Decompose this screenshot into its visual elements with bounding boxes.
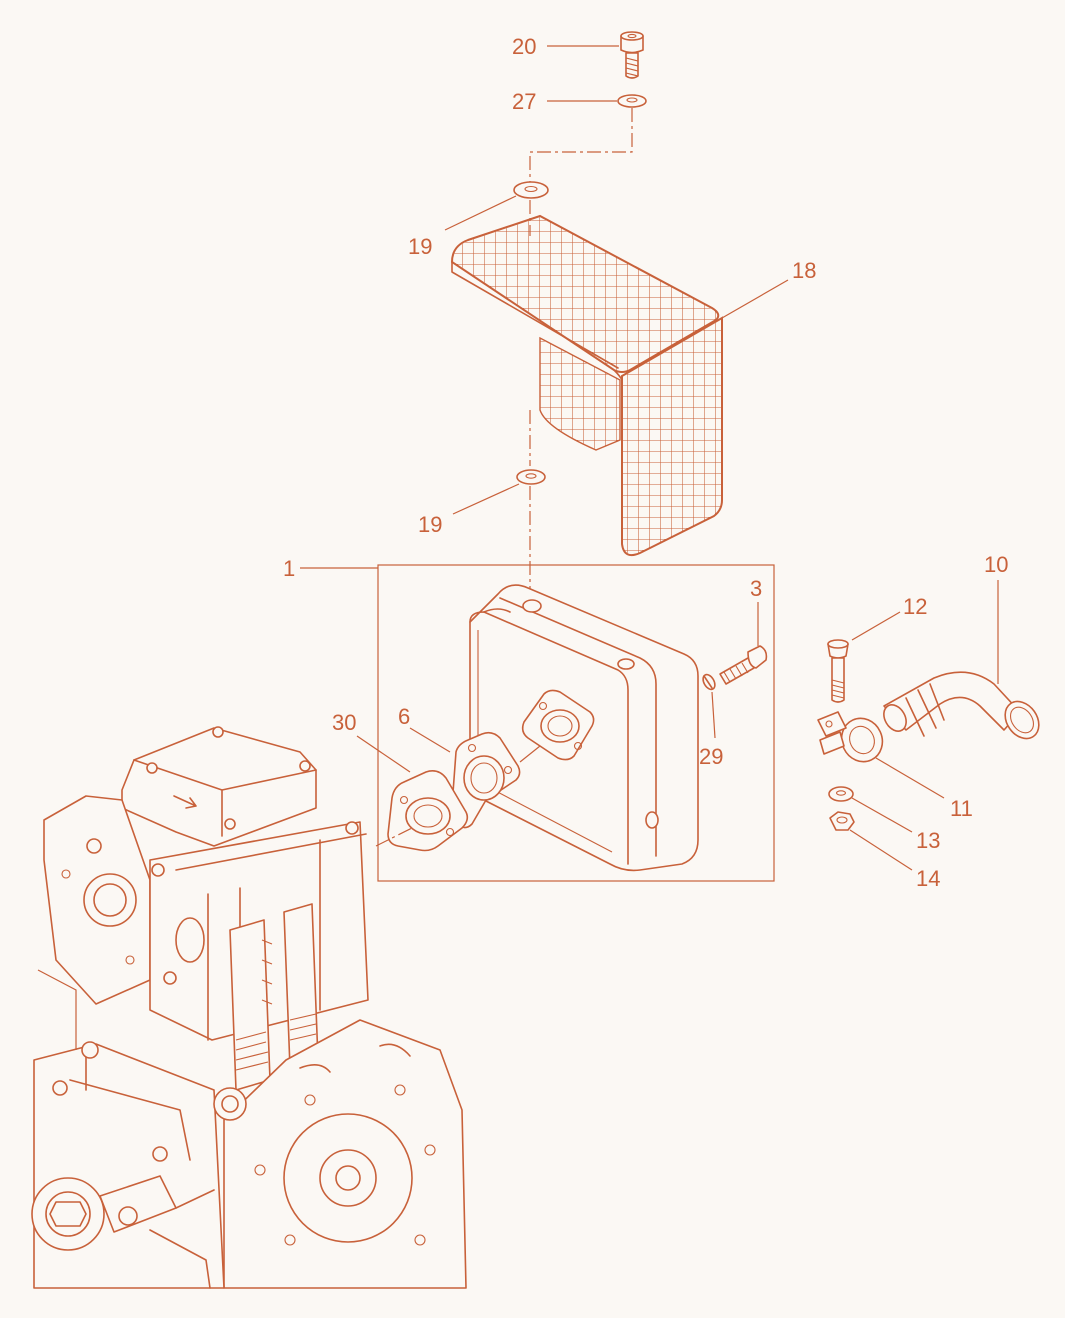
callout-6: 6 — [398, 704, 410, 729]
washer-part-19-top — [513, 181, 549, 199]
gasket-part-6 — [451, 731, 521, 829]
callout-labels: 20 27 19 18 19 1 3 12 10 30 6 29 11 13 1… — [283, 34, 1008, 891]
callout-12: 12 — [903, 594, 927, 619]
washer-part-19-lower — [516, 469, 546, 485]
callout-13: 13 — [916, 828, 940, 853]
callout-18: 18 — [792, 258, 816, 283]
callout-20: 20 — [512, 34, 536, 59]
engine-block — [31, 726, 467, 1289]
clamp-part-11 — [817, 711, 884, 763]
callout-27: 27 — [512, 89, 536, 114]
nut-part-14 — [829, 811, 855, 831]
callout-30: 30 — [332, 710, 356, 735]
elbow-pipe-part-10 — [883, 671, 1040, 740]
bolt-part-12 — [827, 639, 849, 703]
washer-part-27 — [617, 94, 647, 108]
assembly-frame-part-1 — [377, 564, 775, 882]
mesh-guard-part-18 — [450, 214, 723, 557]
washer-part-13 — [828, 786, 854, 802]
callout-14: 14 — [916, 866, 940, 891]
callout-3: 3 — [750, 576, 762, 601]
callout-10: 10 — [984, 552, 1008, 577]
callout-19-top: 19 — [408, 234, 432, 259]
bolt-part-20 — [620, 31, 644, 79]
muffler-body — [469, 584, 699, 872]
callout-29: 29 — [699, 744, 723, 769]
screw-part-3 — [719, 645, 768, 685]
callout-19-lower: 19 — [418, 512, 442, 537]
callout-1: 1 — [283, 556, 295, 581]
callout-11: 11 — [950, 796, 973, 821]
lock-washer-part-29 — [702, 673, 716, 691]
